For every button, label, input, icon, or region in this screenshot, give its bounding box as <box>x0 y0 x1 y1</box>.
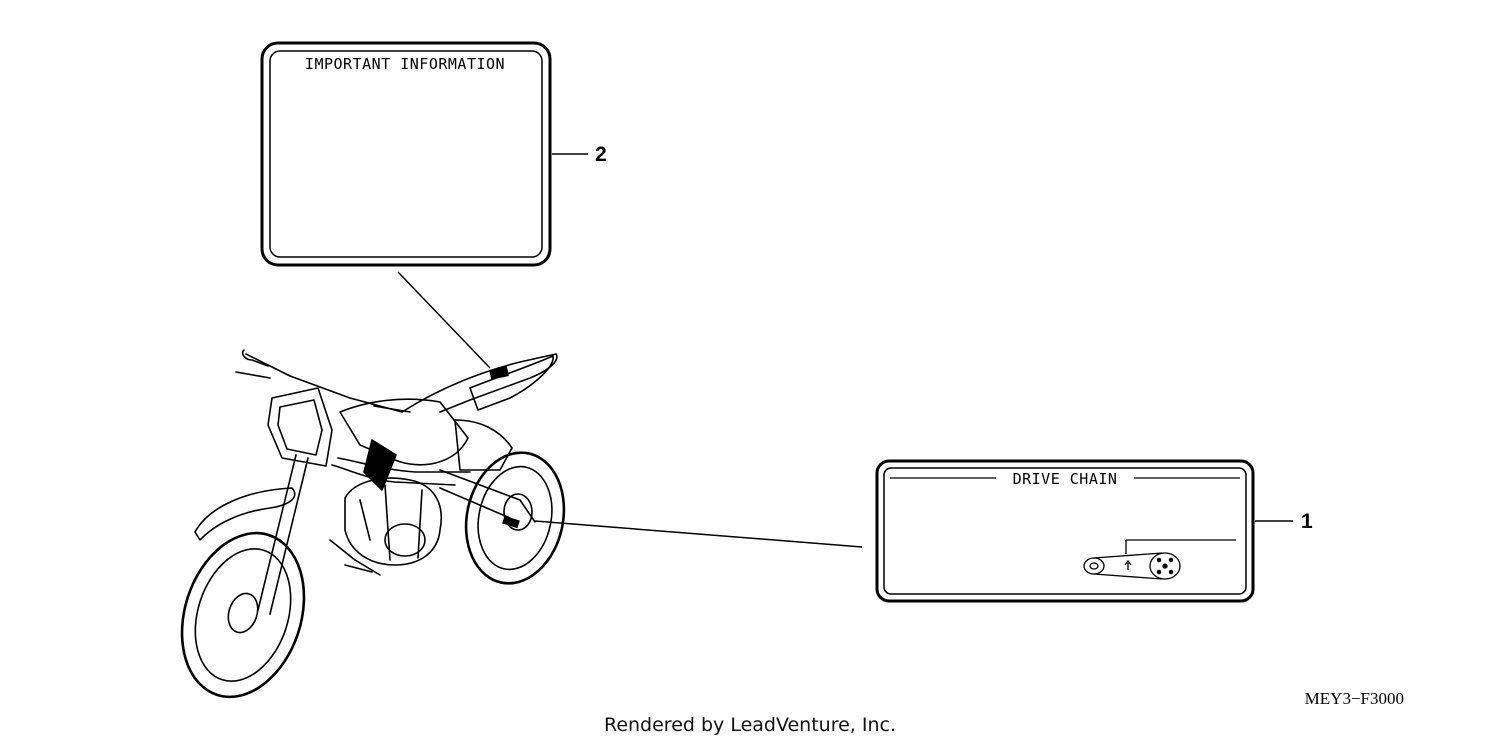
drive-chain-label[interactable]: DRIVE CHAIN <box>875 459 1255 603</box>
chain-sprocket-icon <box>1083 539 1236 580</box>
important-information-title: IMPORTANT INFORMATION <box>305 55 505 73</box>
drive-chain-title: DRIVE CHAIN <box>1013 470 1118 488</box>
motorcycle-illustration <box>180 349 566 699</box>
rendered-by-footer: Rendered by LeadVenture, Inc. <box>603 714 897 736</box>
callout-1[interactable]: 1 <box>1301 510 1313 533</box>
important-information-label[interactable]: IMPORTANT INFORMATION <box>260 41 552 267</box>
callout-2[interactable]: 2 <box>595 143 607 166</box>
leader-line-2-bike <box>397 271 491 369</box>
leader-line-1-bike <box>534 520 863 548</box>
diagram-code: MEY3−F3000 <box>1305 689 1404 708</box>
